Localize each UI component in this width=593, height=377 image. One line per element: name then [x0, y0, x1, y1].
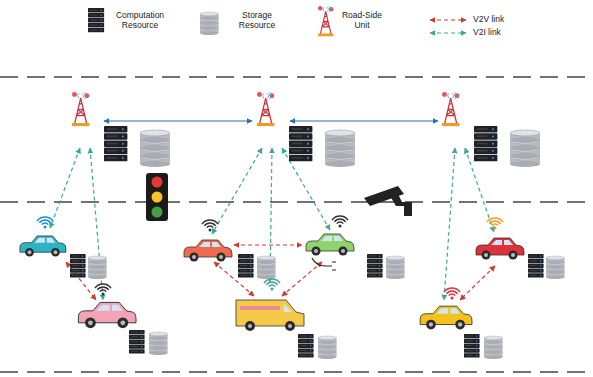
vehicle-icon: [78, 302, 136, 328]
legend-label: Computation Resource: [108, 11, 172, 31]
vehicle-icon: [20, 236, 66, 257]
road-side-unit-icon: [442, 92, 459, 126]
v2i-link: [430, 32, 466, 33]
wireless-signal: [202, 220, 218, 232]
computation-resource-icon: [289, 126, 312, 161]
computation-resource-icon: [474, 126, 497, 161]
wireless-signal: [444, 288, 460, 300]
v2v-link: [282, 262, 322, 296]
lane-line: [0, 76, 593, 78]
vehicle-icon: [420, 306, 472, 329]
legend-label: V2V link: [473, 15, 553, 25]
v2v-link: [214, 262, 254, 296]
computation-resource-icon: [298, 334, 314, 358]
wireless-signal: [95, 284, 111, 296]
storage-resource-icon: [386, 256, 405, 279]
computation-resource-icon: [367, 254, 383, 278]
wireless-signal: [332, 216, 348, 228]
road-side-unit-icon: [72, 92, 89, 126]
charging-plug: [312, 258, 336, 270]
legend-label: Road-Side Unit: [336, 11, 388, 31]
wireless-signal: [37, 217, 53, 229]
legend-label: Storage Resource: [226, 11, 288, 31]
storage-resource-icon: [510, 130, 540, 167]
v2i-link: [282, 148, 330, 230]
computation-resource-icon: [464, 334, 480, 358]
storage-resource-icon: [546, 256, 565, 279]
wireless-signal: [264, 279, 280, 291]
lane-line: [0, 201, 593, 203]
vehicle-icon: [184, 240, 232, 262]
storage-resource-icon: [318, 336, 337, 359]
computation-resource-icon: [238, 254, 254, 278]
rsu-backhaul-link: [290, 120, 438, 121]
storage-resource-icon: [200, 12, 219, 35]
traffic-light-icon: [146, 173, 168, 221]
v2v-link: [234, 244, 302, 245]
lane-line: [0, 371, 593, 373]
storage-resource-icon: [140, 130, 170, 167]
v2i-link: [444, 148, 455, 300]
vehicle-icon: [236, 300, 304, 331]
camera-icon: [364, 186, 412, 216]
computation-resource-icon: [104, 126, 127, 161]
v2i-link: [50, 148, 80, 228]
storage-resource-icon: [149, 332, 168, 355]
storage-resource-icon: [88, 256, 107, 279]
v2i-link: [212, 148, 262, 234]
rsu-backhaul-link: [104, 120, 252, 121]
road-side-unit-icon: [318, 6, 333, 36]
computation-resource-icon: [88, 8, 104, 32]
computation-resource-icon: [528, 254, 544, 278]
vehicle-icon: [476, 238, 524, 260]
v2v-link: [430, 19, 466, 20]
road-side-unit-icon: [257, 92, 274, 126]
computation-resource-icon: [70, 254, 86, 278]
vehicle-icon: [306, 234, 354, 256]
storage-resource-icon: [325, 130, 355, 167]
storage-resource-icon: [484, 336, 503, 359]
v2v-link: [460, 266, 495, 300]
computation-resource-icon: [129, 330, 145, 354]
storage-resource-icon: [257, 256, 276, 279]
wireless-signal: [487, 218, 503, 230]
legend-label: V2I link: [473, 28, 553, 38]
